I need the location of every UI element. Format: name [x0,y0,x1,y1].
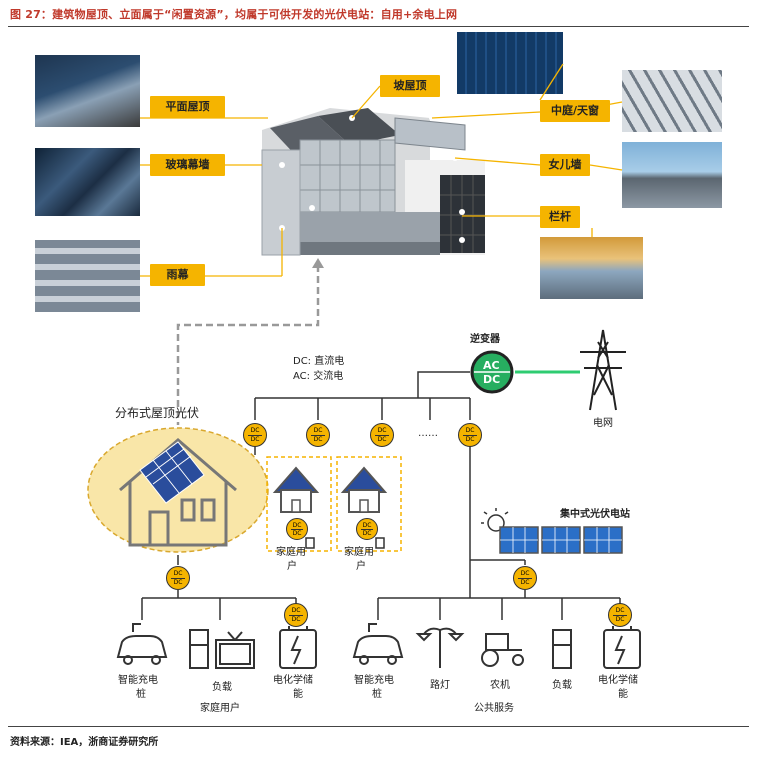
label-railing: 栏杆 [540,206,580,228]
street-lamp-icon [415,627,465,668]
load-right-battery-line1: 电化学储 [598,675,638,686]
label-awning: 雨幕 [150,264,205,286]
top-rule [8,26,749,27]
load-left-ev-line1: 智能充电 [118,675,158,686]
label-atrium: 中庭/天窗 [540,100,610,122]
bus-lines [141,371,621,620]
home-user-house-2 [336,456,402,552]
central-pv-station [481,508,623,554]
central-pv-label: 集中式光伏电站 [560,509,630,520]
legend-ac: AC: 交流电 [293,371,344,382]
load-right-tractor: 农机 [490,680,510,691]
distributed-pv-label: 分布式屋顶光伏 [115,406,200,420]
battery-icon-right [603,626,641,669]
load-appliance-icon-right [552,629,572,669]
inverter-icon [470,350,514,394]
converter-top: DC [291,607,301,614]
converter-top: DC [250,427,260,434]
load-left-ev-line2: 桩 [136,689,146,700]
legend-dc: DC: 直流电 [293,356,345,367]
load-right-battery-line2: 能 [618,689,628,700]
converter-bottom: DC [518,578,532,587]
load-left-battery-line1: 电化学储 [273,675,313,686]
converter-bottom: DC [291,529,303,537]
meter-icon-2 [375,537,385,549]
figure-title: 图 27：建筑物屋顶、立面属于“闲置资源”，均属于可供开发的光伏电站：自用+余电… [10,8,458,21]
meter-icon-1 [305,537,315,549]
inverter-dc: DC [483,373,501,386]
converter-top: DC [465,427,475,434]
inverter-label: 逆变器 [470,334,500,345]
building-illustration [261,108,485,256]
tractor-icon [481,633,524,667]
home-user-1-line2: 户 [287,561,297,572]
power-tower-icon [580,329,626,411]
load-right-ev-line2: 桩 [372,689,382,700]
label-flat-roof: 平面屋顶 [150,96,225,118]
load-left-battery-line2: 能 [293,689,303,700]
source-note: 资料来源：IEA，浙商证券研究所 [10,737,159,748]
distributed-pv-panel [139,441,205,504]
group-home-user: 家庭用户 [200,703,240,714]
bottom-rule [8,726,749,727]
converter-bottom: DC [375,435,389,444]
converter-top: DC [173,570,183,577]
dashed-connector [176,265,320,425]
grid-label: 电网 [593,418,613,429]
photo-atrium [622,70,722,132]
photo-awning [35,240,140,312]
load-appliances-icon-left [189,629,255,669]
photo-parapet [622,142,722,208]
converter-bottom: DC [248,435,262,444]
home-user-1-line1: 家庭用 [276,547,306,558]
load-right-ev-line1: 智能充电 [354,675,394,686]
group-public-service: 公共服务 [474,703,514,714]
battery-icon-left [279,626,317,669]
photo-carport [35,55,140,127]
converter-top: DC [292,522,302,529]
photo-sloped-roof [457,32,563,94]
converter-bottom: DC [463,435,477,444]
converter-bottom: DC [171,578,185,587]
converter-bottom: DC [613,615,627,624]
home-user-house-1 [266,456,332,552]
home-user-2-line1: 家庭用 [344,547,374,558]
label-parapet: 女儿墙 [540,154,590,176]
load-right-appliance: 负载 [552,680,572,691]
load-right-lamp: 路灯 [430,680,450,691]
converter-bottom: DC [289,615,303,624]
converter-top: DC [520,570,530,577]
home-user-2-line2: 户 [356,561,366,572]
load-left-appliance: 负载 [212,682,232,693]
photo-glass-curtain [35,148,140,216]
label-glass-curtain: 玻璃幕墙 [150,154,225,176]
converter-top: DC [615,607,625,614]
photo-railing [540,237,643,299]
converter-top: DC [313,427,323,434]
ev-charger-icon-left [116,623,168,665]
converter-bottom: DC [311,435,325,444]
ev-charger-icon-right [352,623,404,665]
converter-top: DC [377,427,387,434]
label-sloped-roof: 坡屋顶 [380,75,440,97]
inverter-ac: AC [483,359,500,372]
converter-bottom: DC [361,529,373,537]
ellipsis: …… [418,428,438,439]
converter-top: DC [362,522,372,529]
distributed-pv-house-icon [119,438,237,547]
